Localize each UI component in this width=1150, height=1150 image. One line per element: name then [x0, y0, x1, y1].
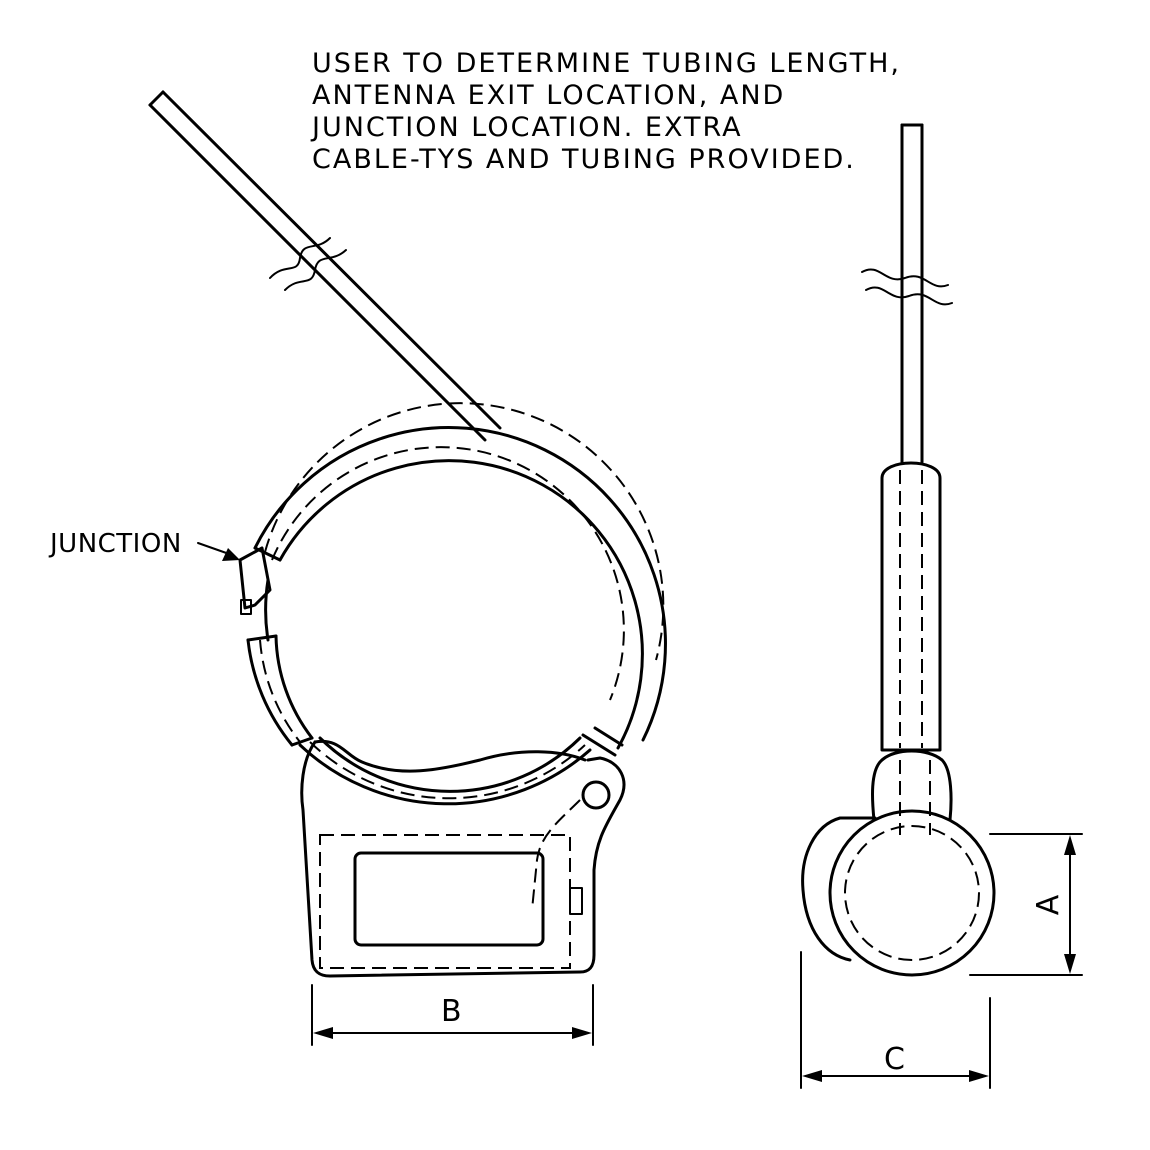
dimension-b	[311, 984, 594, 1046]
side-body	[801, 809, 996, 977]
side-antenna-whip	[861, 123, 953, 464]
dimension-c-label: C	[884, 1042, 905, 1077]
dimension-a	[969, 833, 1083, 976]
note-line-4: CABLE-TYS AND TUBING PROVIDED.	[312, 144, 856, 175]
side-tubing	[880, 461, 942, 752]
junction-label: JUNCTION	[48, 529, 182, 559]
junction-leader	[197, 542, 240, 561]
note-line-1: USER TO DETERMINE TUBING LENGTH,	[312, 48, 901, 79]
dimension-a-label: A	[1031, 894, 1066, 915]
note-line-3: JUNCTION LOCATION. EXTRA	[310, 112, 743, 143]
note-line-2: ANTENNA EXIT LOCATION, AND	[312, 80, 785, 111]
housing-body	[300, 726, 626, 978]
front-view: JUNCTION	[48, 90, 667, 1046]
side-neck	[871, 749, 953, 835]
antenna-whip	[148, 90, 502, 442]
side-view: A C	[800, 123, 1083, 1089]
dimension-c	[800, 951, 991, 1089]
junction-connector	[238, 546, 272, 615]
note-block: USER TO DETERMINE TUBING LENGTH, ANTENNA…	[310, 48, 901, 175]
ring-tubing	[246, 402, 667, 806]
dimension-b-label: B	[441, 994, 462, 1029]
